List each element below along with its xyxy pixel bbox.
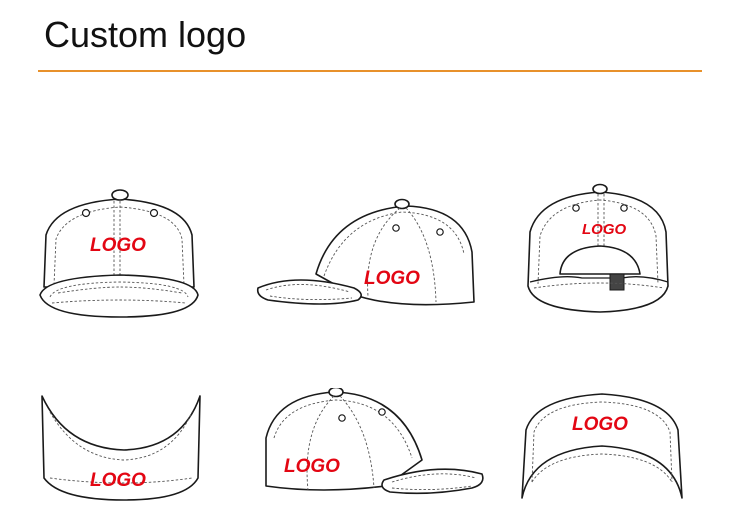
page-title: Custom logo bbox=[44, 14, 247, 55]
logo-text: LOGO bbox=[582, 221, 626, 238]
hat-side-right-view: LOGO bbox=[265, 388, 484, 495]
logo-text: LOGO bbox=[284, 456, 340, 477]
hat-back-view: LOGO bbox=[527, 183, 669, 313]
hat-side-left-view: LOGO bbox=[256, 198, 475, 306]
hat-sweatband-view: LOGO bbox=[521, 393, 683, 499]
logo-text: LOGO bbox=[572, 414, 628, 435]
hat-front-view: LOGO bbox=[39, 189, 199, 318]
logo-text: LOGO bbox=[90, 235, 146, 256]
hat-under-brim-view: LOGO bbox=[41, 395, 201, 501]
title-underline bbox=[38, 70, 702, 72]
logo-text: LOGO bbox=[90, 470, 146, 491]
logo-text: LOGO bbox=[364, 268, 420, 289]
